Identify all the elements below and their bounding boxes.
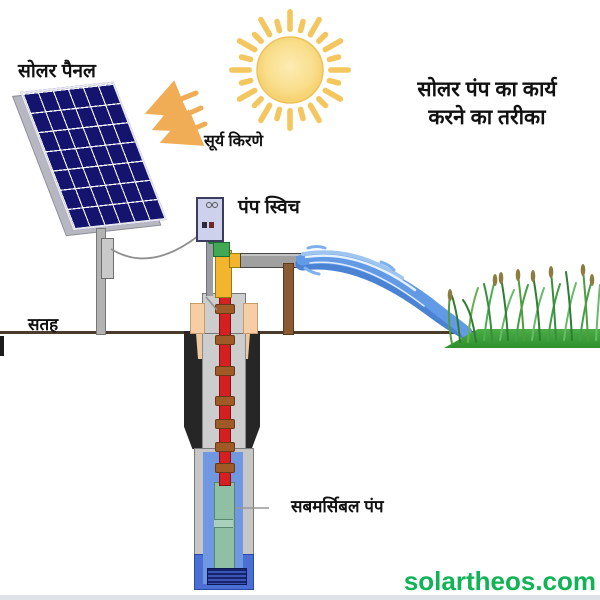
diagram-title: सोलर पंप का कार्य करने का तरीका — [392, 76, 582, 132]
surface-label: सतह — [28, 315, 59, 334]
pipe-coupling — [215, 366, 235, 376]
pump-section-divider — [214, 519, 233, 528]
water-spray-icon — [295, 245, 473, 340]
pipe-coupling — [215, 335, 235, 345]
title-line-2: करने का तरीका — [428, 106, 546, 129]
switch-terminal — [202, 222, 207, 228]
sunray-arrows-icon — [144, 80, 208, 146]
switch-terminal — [209, 222, 214, 228]
pump-switch-label: पंप स्विच — [238, 197, 300, 218]
pipe-coupling — [215, 304, 235, 314]
junction-box — [101, 238, 114, 279]
wellhead-pad-left — [190, 303, 205, 334]
riser-pipe — [219, 292, 231, 486]
pipe-coupling — [215, 442, 235, 452]
title-line-1: सोलर पंप का कार्य — [417, 78, 557, 101]
website-watermark: solartheos.com — [403, 566, 596, 596]
pipe-coupling — [215, 419, 235, 429]
switch-vent — [206, 202, 212, 208]
pipe-coupling — [215, 463, 235, 473]
sun-rays-label: सूर्य किरणे — [204, 133, 264, 150]
ground-edge-mark — [0, 336, 4, 356]
wellhead-footing-left — [196, 333, 204, 359]
pipe-support-post — [283, 263, 294, 335]
pump-switch-icon — [196, 197, 224, 242]
wellhead-footing-right — [242, 333, 250, 359]
valve-icon — [213, 242, 230, 257]
pipe-coupling — [215, 396, 235, 406]
sun-icon — [229, 9, 351, 131]
bottom-border — [0, 595, 600, 600]
power-wire — [110, 235, 199, 260]
grass-icon — [444, 264, 600, 348]
submersible-pump-label: सबमर्सिबल पंप — [291, 497, 384, 516]
pump-intake-grille — [207, 568, 247, 585]
switch-conduit — [206, 237, 213, 296]
delivery-pipe — [240, 253, 305, 268]
panel-mount-pole — [96, 228, 106, 335]
solar-panel-label: सोलर पैनल — [18, 61, 96, 82]
switch-vent — [212, 202, 218, 208]
ground-surface-line — [0, 331, 600, 334]
wellhead-pad-right — [243, 303, 258, 334]
